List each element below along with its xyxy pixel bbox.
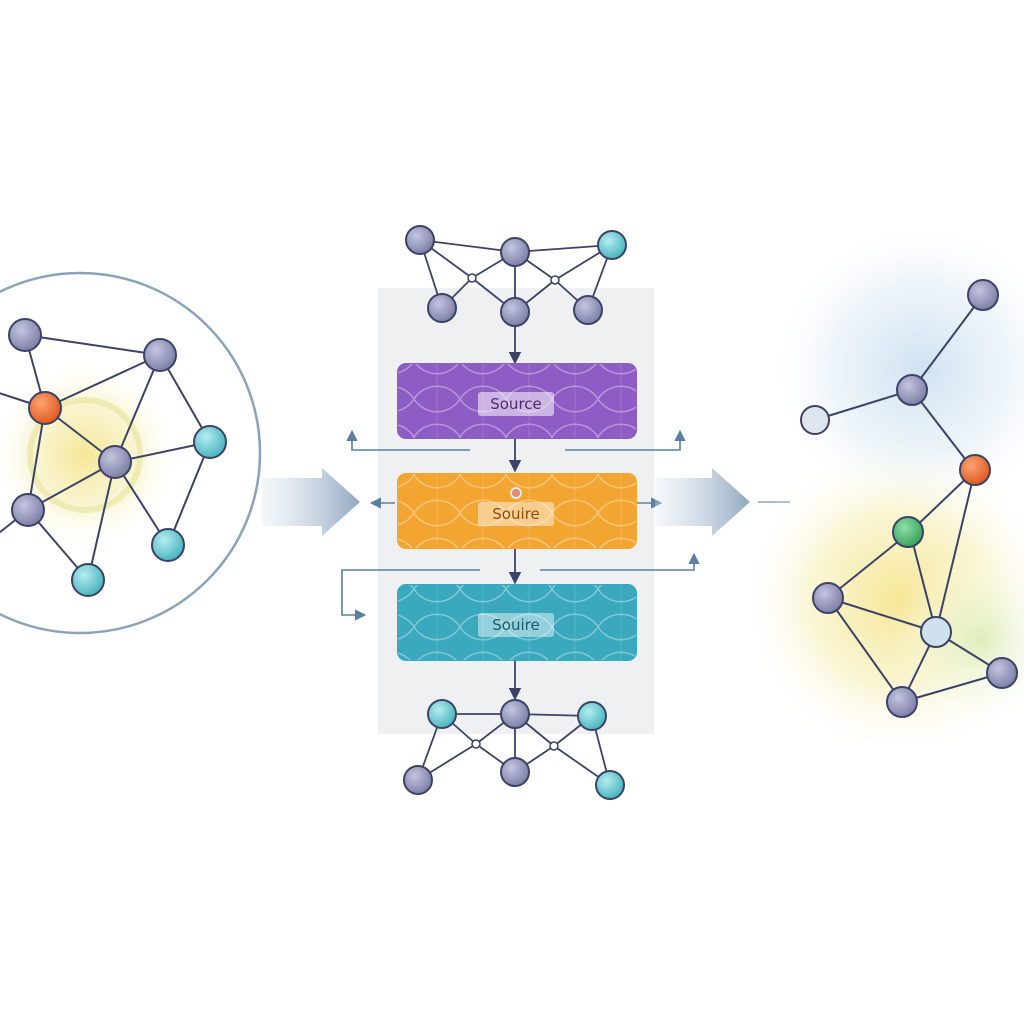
block-3: Souire [397,584,637,661]
bottom-node-small-2 [549,741,559,751]
bottom-node-teal-3 [595,770,625,800]
right-node-light [800,405,830,435]
loop-upper [346,429,470,451]
bottom-node-3 [500,757,530,787]
bottom-node-teal-2 [577,701,607,731]
bottom-node-1 [500,699,530,729]
block-2-marker [510,487,522,499]
top-node-3 [427,293,457,323]
block-1: Source [397,363,637,439]
left-node-teal-2 [151,528,185,562]
top-node-small-2 [550,275,560,285]
top-graph [405,225,627,327]
block-2: Souire [397,473,637,549]
block-2-label: Souire [492,505,539,523]
loop-lower [341,569,480,621]
right-node-5 [886,686,918,718]
left-node-teal-1 [193,425,227,459]
right-node-orange [959,454,991,486]
left-node-2 [143,338,177,372]
block-1-label: Source [490,395,542,413]
loop-lower-right [540,552,700,571]
left-graph [0,271,262,635]
top-node-5 [573,295,603,325]
top-node-small-1 [467,273,477,283]
top-node-4 [500,297,530,327]
right-node-2 [896,374,928,406]
top-node-2 [500,237,530,267]
top-node-teal [597,230,627,260]
right-node-light-2 [920,616,952,648]
right-node-green [892,516,924,548]
left-graph-glow-ring [27,397,143,513]
right-node-4 [986,657,1018,689]
right-graph [740,220,1024,760]
left-node-teal-3 [71,563,105,597]
left-node-3 [98,445,132,479]
center-pipeline: Source Souire Souire [341,225,700,800]
right-node-1 [967,279,999,311]
bottom-node-2 [403,765,433,795]
arrow-center-to-right [655,468,750,536]
block-3-label: Souire [492,616,539,634]
top-node-1 [405,225,435,255]
bottom-node-small-1 [471,739,481,749]
bottom-graph [403,699,625,800]
left-node-4 [11,493,45,527]
arrow-left-to-center [262,468,360,536]
bottom-node-teal-1 [427,699,457,729]
right-node-3 [812,582,844,614]
left-node-orange [28,391,62,425]
left-graph-boundary [0,271,262,635]
right-graph-glow-green [890,550,1024,730]
loop-upper-right [565,429,686,451]
left-node-1 [8,318,42,352]
right-graph-glow-blue [770,220,1024,520]
